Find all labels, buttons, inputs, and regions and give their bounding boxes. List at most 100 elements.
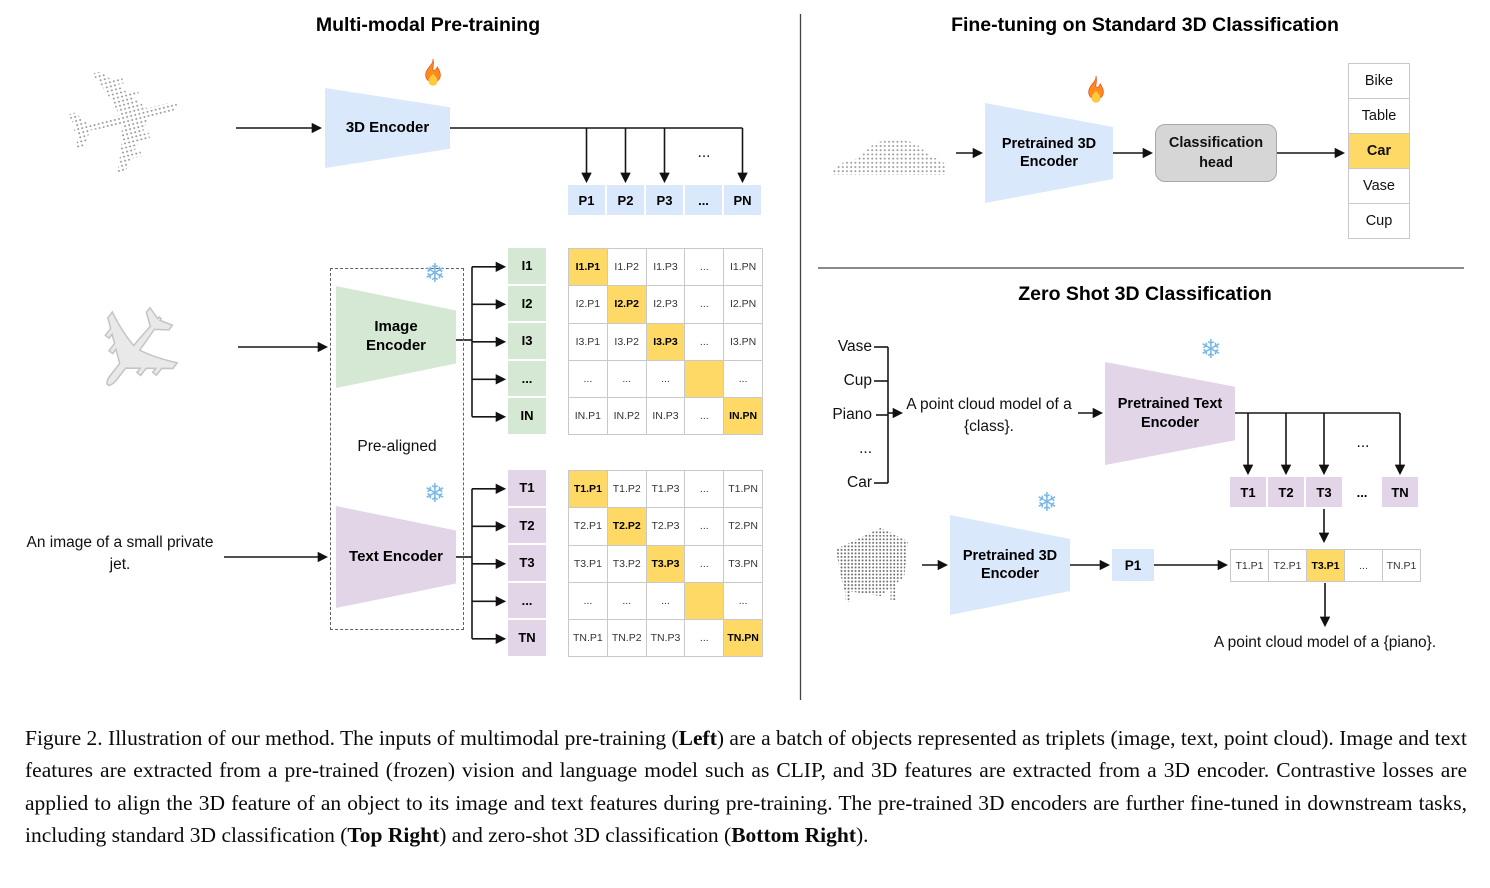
matrix-cell: ... [685, 620, 725, 658]
p-header-row-cell: PN [724, 185, 761, 215]
matrix-cell: I1.P3 [646, 249, 686, 287]
pretrained-3d-encoder-zs: Pretrained 3D Encoder [950, 515, 1070, 615]
matrix-cell: TN.P1 [569, 620, 608, 658]
zs-t-header-row-cell: T3 [1306, 477, 1342, 507]
matrix-cell: I1.P1 [569, 249, 608, 287]
zs-ellipsis: ... [1356, 434, 1370, 451]
matrix-cell: T2.PN [724, 508, 763, 546]
class-words-cell: Car [847, 474, 872, 491]
prompt-text: A point cloud model of a {class}. [906, 396, 1072, 435]
class-words-cell: Cup [843, 372, 872, 389]
piano-point-cloud-image [822, 520, 920, 604]
matrix-cell: ... [685, 286, 725, 324]
i-header-col-cell: I3 [508, 323, 546, 359]
matrix-cell: TN.PN [724, 620, 763, 658]
matrix-cell: I3.P3 [646, 323, 686, 361]
p1-feature-cell: P1 [1112, 549, 1154, 581]
matrix-cell: ... [685, 508, 725, 546]
t-header-col-cell: T2 [508, 507, 546, 543]
class-list-cell: Car [1348, 133, 1410, 169]
class-list-cell: Vase [1348, 168, 1410, 204]
matrix-cell: T1.PN [724, 471, 763, 509]
t-header-col-cell: T1 [508, 470, 546, 506]
p-header-row-cell: P3 [646, 185, 683, 215]
matrix-cell: T3.PN [724, 545, 763, 583]
snowflake-icon: ❄ [424, 258, 446, 288]
zs-tp-row-cell: TN.P1 [1383, 550, 1421, 582]
matrix-cell: T1.P2 [607, 471, 647, 509]
fire-icon [425, 58, 441, 86]
input-text-sample: An image of a small private jet. [26, 534, 214, 573]
matrix-cell: IN.P2 [607, 398, 647, 436]
t-header-col-cell: ... [508, 582, 546, 618]
class-words-cell: Vase [837, 338, 872, 355]
matrix-cell: TN.P2 [607, 620, 647, 658]
matrix-cell: TN.P3 [646, 620, 686, 658]
i-header-col-cell: IN [508, 398, 546, 434]
p-header-row-cell: P2 [607, 185, 644, 215]
matrix-cell: I1.P2 [607, 249, 647, 287]
3d-encoder: 3D Encoder [325, 88, 450, 168]
matrix-cell: ... [685, 398, 725, 436]
class-words-cell: Piano [832, 406, 872, 423]
svg-text:✈: ✈ [49, 268, 216, 430]
fire-icon [1088, 75, 1104, 103]
car-point-cloud-image [824, 120, 954, 182]
caption-text: ) are a batch of objects represented as … [25, 726, 1467, 847]
class-words-cell: ... [859, 440, 872, 457]
zs-t-header-row-cell: T2 [1268, 477, 1304, 507]
caption-bold-text: Top Right [347, 822, 440, 847]
zs-t-header-row-cell: ... [1344, 477, 1380, 507]
matrix-cell [685, 582, 725, 621]
matrix-cell: T3.P2 [607, 545, 647, 583]
i-header-col-cell: ... [508, 360, 546, 396]
pre-aligned-box [330, 268, 464, 630]
matrix-cell: T2.P3 [646, 508, 686, 546]
zs-result-text: A point cloud model of a {piano}. [1213, 634, 1437, 651]
pre-aligned-label: Pre-aligned [357, 438, 437, 455]
matrix-cell: T1.P3 [646, 471, 686, 509]
matrix-cell: I2.P3 [646, 286, 686, 324]
zs-t-header-row-cell: T1 [1230, 477, 1266, 507]
p-header-row-cell: P1 [568, 185, 605, 215]
class-list-cell: Table [1348, 98, 1410, 134]
pretrained-3d-encoder: Pretrained 3D Encoder [985, 103, 1113, 203]
matrix-cell: ... [646, 360, 686, 399]
snowflake-icon: ❄ [1036, 487, 1058, 517]
zs-t-header-row-cell: TN [1382, 477, 1418, 507]
matrix-cell: I2.P1 [569, 286, 608, 324]
matrix-cell: ... [607, 360, 647, 399]
piano-point-cloud-shape [835, 527, 909, 603]
matrix-cell: ... [724, 582, 763, 621]
svg-text:✈: ✈ [44, 25, 207, 218]
matrix-cell: IN.P3 [646, 398, 686, 436]
airplane-point-cloud-glyph: ✈ [44, 25, 207, 218]
class-list-cell: Bike [1348, 63, 1410, 99]
t-header-col-cell: T3 [508, 545, 546, 581]
p-header-row-cell: ... [685, 185, 722, 215]
matrix-cell: T3.P1 [569, 545, 608, 583]
matrix-cell: ... [685, 249, 725, 287]
matrix-cell: I2.P2 [607, 286, 647, 324]
matrix-cell: ... [569, 360, 608, 399]
zs-tp-row-cell: T3.P1 [1307, 550, 1345, 582]
matrix-cell: ... [685, 471, 725, 509]
matrix-cell: ... [685, 545, 725, 583]
caption-bold-text: Bottom Right [731, 822, 857, 847]
matrix-cell: I1.PN [724, 249, 763, 287]
classification-head: Classification head [1155, 124, 1277, 182]
i-header-col-cell: I1 [508, 248, 546, 284]
matrix-cell: I3.P2 [607, 323, 647, 361]
snowflake-icon: ❄ [424, 478, 446, 508]
bottom-right-title: Zero Shot 3D Classification [1018, 283, 1272, 305]
caption-text: Figure 2. Illustration of our method. Th… [25, 726, 679, 750]
